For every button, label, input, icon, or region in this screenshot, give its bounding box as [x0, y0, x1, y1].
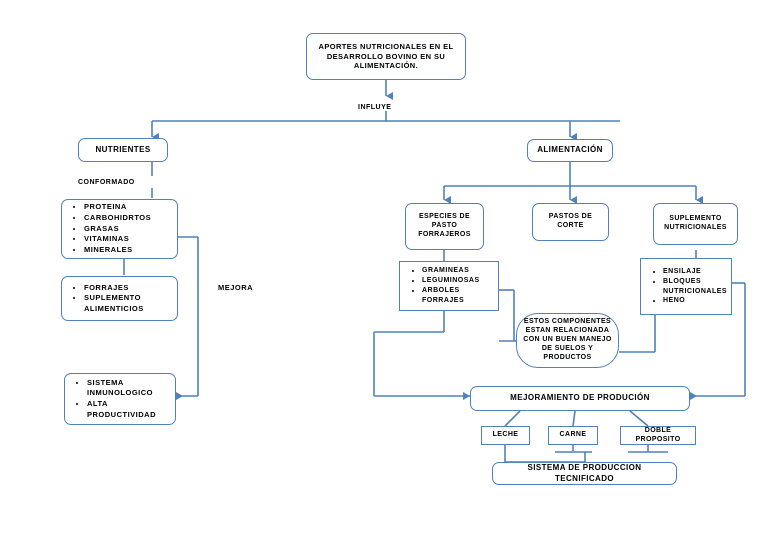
node-nutrientes[interactable]: NUTRIENTES: [78, 138, 168, 162]
pasto-bullets: GRAMINEAS LEGUMINOSAS ARBOLES FORRAJES: [400, 266, 498, 306]
node-nutrients-list[interactable]: PROTEINA CARBOHIDRTOS GRASAS VITAMINAS M…: [61, 199, 178, 259]
node-sistema-label: SISTEMA DE PRODUCCION TECNIFICADO: [527, 463, 642, 483]
nutrients-bullets: PROTEINA CARBOHIDRTOS GRASAS VITAMINAS M…: [62, 202, 177, 255]
node-pasto-list[interactable]: GRAMINEAS LEGUMINOSAS ARBOLES FORRAJES: [399, 261, 499, 311]
list-item: GRASAS: [84, 224, 171, 235]
list-item: ENSILAJE: [663, 267, 727, 277]
list-item: FORRAJES: [84, 283, 171, 294]
outcomes-bullets: SISTEMA INMUNOLOGICO ALTA PRODUCTIVIDAD: [65, 378, 175, 421]
node-mejoramiento-produccion[interactable]: MEJORAMIENTO DE PRODUCIÓN: [470, 386, 690, 411]
node-note-oval[interactable]: ESTOS COMPONENTES ESTAN RELACIONADA CON …: [516, 313, 619, 368]
node-alimentacion-label: ALIMENTACIÓN: [537, 145, 603, 155]
node-mejoramiento-label: MEJORAMIENTO DE PRODUCIÓN: [510, 393, 650, 403]
list-item: PROTEINA: [84, 202, 171, 213]
list-item: CARBOHIDRTOS: [84, 213, 171, 224]
sources-bullets: FORRAJES SUPLEMENTO ALIMENTICIOS: [62, 283, 177, 315]
list-item: ARBOLES FORRAJES: [422, 286, 492, 306]
node-title-label: APORTES NUTRICIONALES EN EL DESARROLLO B…: [318, 42, 454, 71]
list-item: HENO: [663, 296, 727, 306]
node-carne[interactable]: CARNE: [548, 426, 598, 445]
label-mejora: MEJORA: [218, 283, 254, 292]
label-influye: INFLUYE: [358, 104, 392, 111]
node-outcomes-list[interactable]: SISTEMA INMUNOLOGICO ALTA PRODUCTIVIDAD: [64, 373, 176, 425]
list-item: ALTA PRODUCTIVIDAD: [87, 399, 169, 420]
node-leche[interactable]: LECHE: [481, 426, 530, 445]
node-leche-label: LECHE: [492, 431, 519, 439]
node-alimentacion[interactable]: ALIMENTACIÓN: [527, 139, 613, 162]
list-item: LEGUMINOSAS: [422, 276, 492, 286]
list-item: SISTEMA INMUNOLOGICO: [87, 378, 169, 399]
node-carne-label: CARNE: [559, 431, 587, 439]
list-item: BLOQUES NUTRICIONALES: [663, 277, 727, 297]
list-item: VITAMINAS: [84, 234, 171, 245]
node-suplemento-label: SUPLEMENTO NUTRICIONALES: [664, 215, 727, 231]
node-nutrientes-label: NUTRIENTES: [95, 144, 151, 154]
suplemento-bullets: ENSILAJE BLOQUES NUTRICIONALES HENO: [641, 267, 733, 307]
list-item: GRAMINEAS: [422, 266, 492, 276]
list-item: MINERALES: [84, 245, 171, 256]
node-pastos-corte-label: PASTOS DE CORTE: [548, 213, 593, 229]
node-note-oval-label: ESTOS COMPONENTES ESTAN RELACIONADA CON …: [523, 318, 612, 361]
node-especies-pasto[interactable]: ESPECIES DE PASTO FORRAJEROS: [405, 203, 484, 250]
node-doble-proposito[interactable]: DOBLE PROPOSITO: [620, 426, 696, 445]
node-sistema-produccion-tecnificado[interactable]: SISTEMA DE PRODUCCION TECNIFICADO: [492, 462, 677, 485]
label-conformado: CONFORMADO: [78, 179, 135, 186]
list-item: SUPLEMENTO ALIMENTICIOS: [84, 293, 171, 314]
node-suplemento-nutricionales[interactable]: SUPLEMENTO NUTRICIONALES: [653, 203, 738, 245]
node-sources-list[interactable]: FORRAJES SUPLEMENTO ALIMENTICIOS: [61, 276, 178, 321]
node-suplemento-list[interactable]: ENSILAJE BLOQUES NUTRICIONALES HENO: [640, 258, 732, 315]
node-title[interactable]: APORTES NUTRICIONALES EN EL DESARROLLO B…: [306, 33, 466, 80]
node-doble-proposito-label: DOBLE PROPOSITO: [635, 426, 681, 443]
node-especies-pasto-label: ESPECIES DE PASTO FORRAJEROS: [418, 213, 471, 238]
node-pastos-corte[interactable]: PASTOS DE CORTE: [532, 203, 609, 241]
